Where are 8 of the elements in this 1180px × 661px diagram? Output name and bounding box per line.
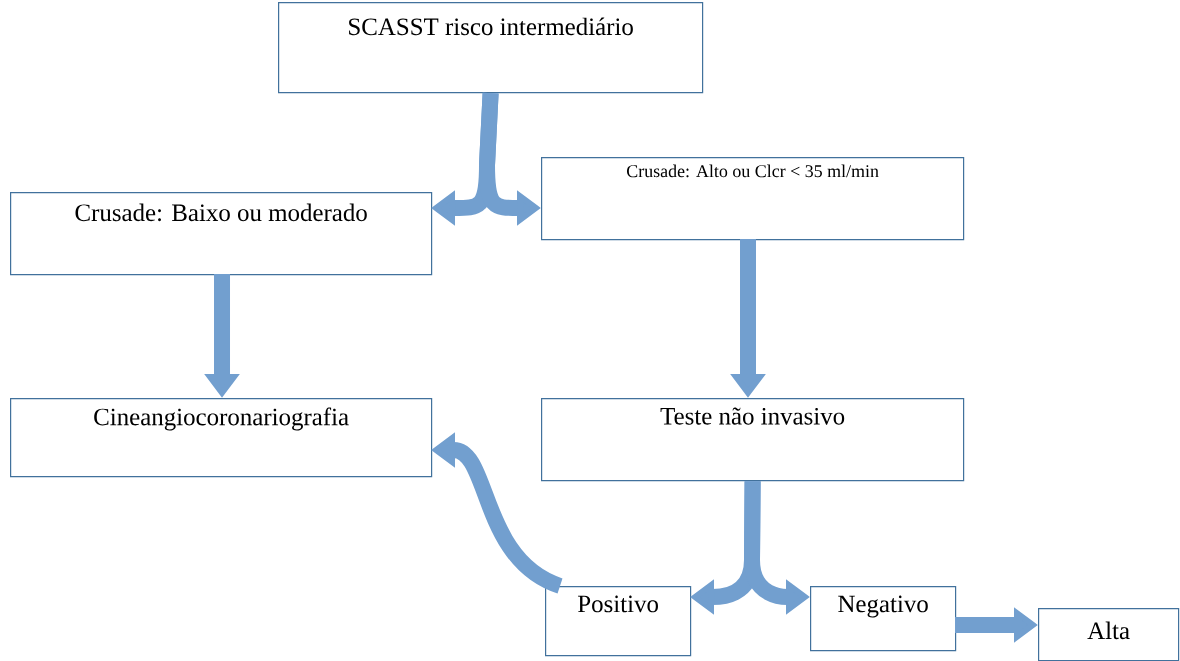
text-box: Alta <box>1038 608 1180 661</box>
text-box: Teste não invasivo <box>541 398 965 482</box>
text-box: Crusade: Alto ou Clcr < 35 ml/min <box>541 157 965 241</box>
text-box: Negativo <box>810 586 957 652</box>
text-box: Cineangiocoronariografia <box>10 398 433 478</box>
text-box: Positivo <box>545 586 692 657</box>
text-box: SCASST risco intermediário <box>278 2 704 94</box>
text-box: Crusade: Baixo ou moderado <box>10 192 433 276</box>
